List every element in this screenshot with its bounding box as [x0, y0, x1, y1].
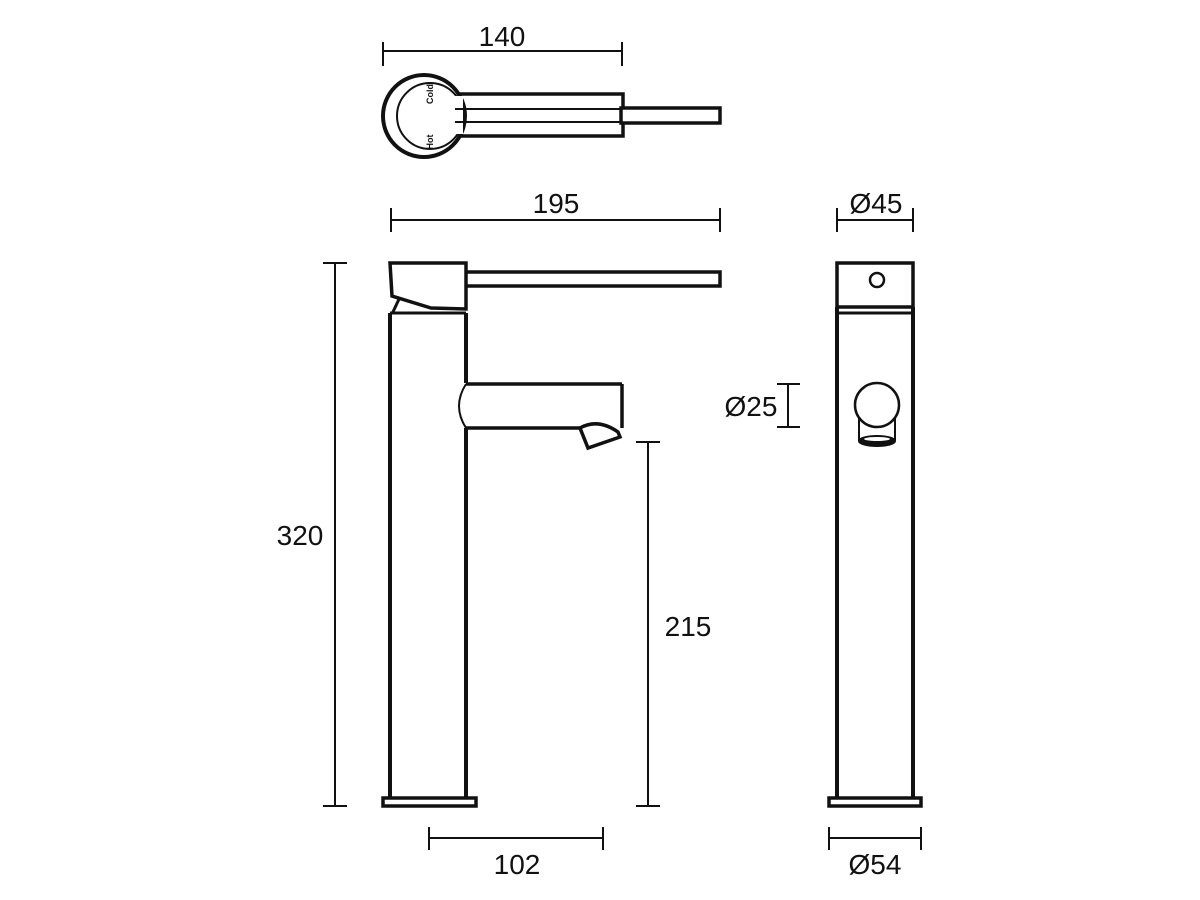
dimension-195: [390, 208, 721, 232]
dimension-d54: [828, 827, 922, 850]
dimension-d25: [777, 383, 800, 428]
cold-label: Cold: [425, 84, 435, 104]
dimension-320: [323, 262, 347, 807]
dimension-label-d25: Ø25: [725, 391, 778, 422]
dimension-102: [428, 827, 604, 850]
front-base: [827, 796, 923, 808]
top-view: 140 Cold Hot: [381, 21, 722, 159]
front-view: Ø45 Ø25 Ø54: [725, 188, 923, 880]
dimension-d45: [836, 208, 914, 232]
dimension-label-195: 195: [533, 188, 580, 219]
dimension-label-140: 140: [479, 21, 526, 52]
front-head: [835, 261, 915, 315]
side-view: 195 320 215 102: [277, 188, 722, 880]
dimension-label-d54: Ø54: [849, 849, 902, 880]
side-body: [388, 313, 468, 798]
side-base: [381, 796, 478, 808]
lever-pivot-icon: [868, 271, 886, 289]
top-dial: [381, 73, 467, 159]
dimension-label-320: 320: [277, 520, 324, 551]
dimension-label-d45: Ø45: [850, 188, 903, 219]
side-neck: [390, 296, 466, 315]
dimension-215: [636, 441, 660, 807]
front-outlet: [853, 381, 901, 447]
top-handle: [453, 92, 722, 138]
side-spout: [458, 382, 624, 451]
dimension-label-102: 102: [494, 849, 541, 880]
dimension-label-215: 215: [665, 611, 712, 642]
dimension-140: [382, 42, 623, 66]
side-lever: [388, 261, 722, 311]
hot-label: Hot: [425, 135, 435, 150]
front-body: [835, 307, 915, 798]
